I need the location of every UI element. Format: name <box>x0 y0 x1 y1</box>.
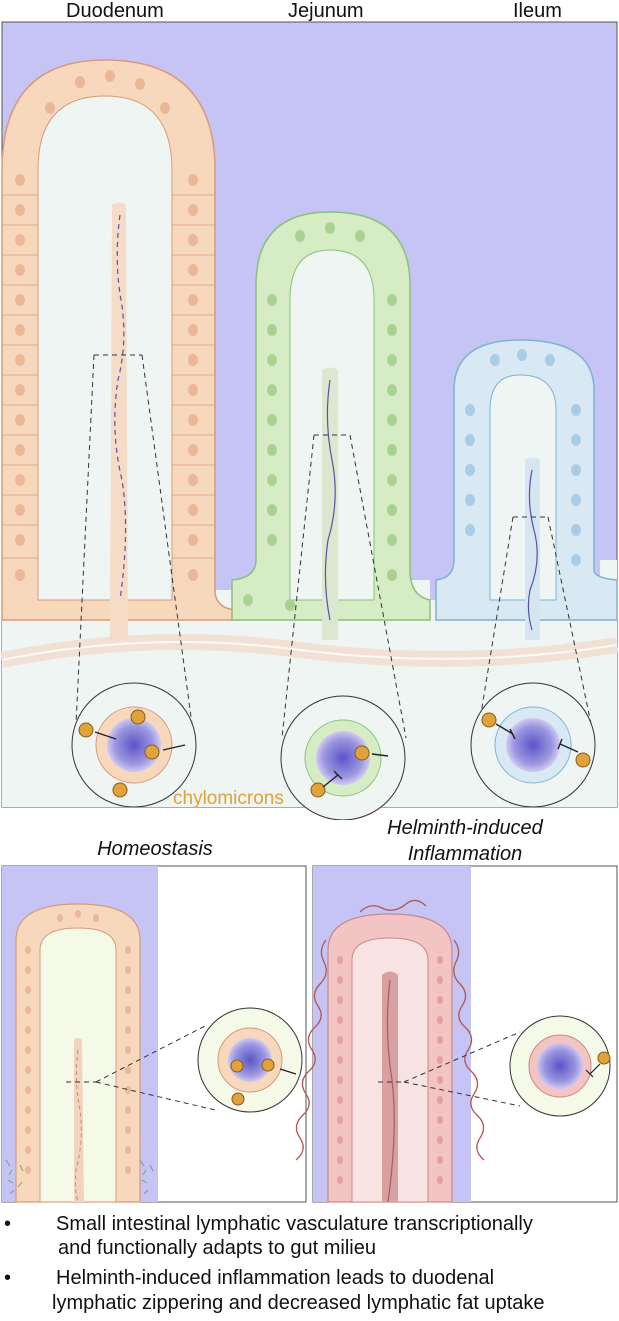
bullet-2-line1: Helminth-induced inflammation leads to d… <box>56 1267 495 1289</box>
chylomicron <box>597 1051 611 1065</box>
chylomicron <box>130 709 146 725</box>
chylomicron <box>144 744 160 760</box>
chylomicron <box>354 745 370 761</box>
jejunum-zoom-circle <box>280 695 406 820</box>
chylomicron <box>310 782 326 798</box>
chylomicron <box>575 752 591 768</box>
duodenum-title: Duodenum <box>66 0 164 22</box>
homeostasis-title: Homeostasis <box>97 838 213 860</box>
chylomicrons-label: chylomicrons <box>173 788 284 809</box>
bullet-1-line1: Small intestinal lymphatic vasculature t… <box>56 1213 533 1235</box>
inflammation-panel <box>295 865 618 1203</box>
chylomicron <box>78 722 94 738</box>
chylomicron <box>231 1092 245 1106</box>
duodenum-villus <box>1 59 241 640</box>
bullet-dot: • <box>4 1213 12 1235</box>
chylomicron <box>230 1059 244 1073</box>
ileum-villus <box>435 339 618 640</box>
bullet-dot: • <box>4 1267 12 1289</box>
jejunum-title: Jejunum <box>288 0 364 22</box>
ileum-zoom-circle <box>470 682 596 808</box>
bottom-panels <box>1 865 618 1203</box>
bullet-1: • Small intestinal lymphatic vasculature… <box>4 1213 619 1259</box>
chylomicron <box>112 782 128 798</box>
duodenum-zoom-circle <box>71 682 197 808</box>
inflammation-title-line1: Helminth-induced <box>387 817 543 839</box>
bullet-2: • Helminth-induced inflammation leads to… <box>4 1267 619 1317</box>
chylomicron <box>481 712 497 728</box>
jejunum-villus <box>231 211 431 640</box>
inflammation-title-line2: Inflammation <box>407 843 523 865</box>
top-panel: chylomicrons <box>0 21 619 820</box>
chylomicron <box>261 1058 275 1072</box>
ileum-title: Ileum <box>513 0 562 22</box>
bullet-2-line2: lymphatic zippering and decreased lympha… <box>52 1292 545 1314</box>
bullet-1-line2: and functionally adapts to gut milieu <box>58 1237 376 1259</box>
homeostasis-panel <box>1 865 307 1203</box>
